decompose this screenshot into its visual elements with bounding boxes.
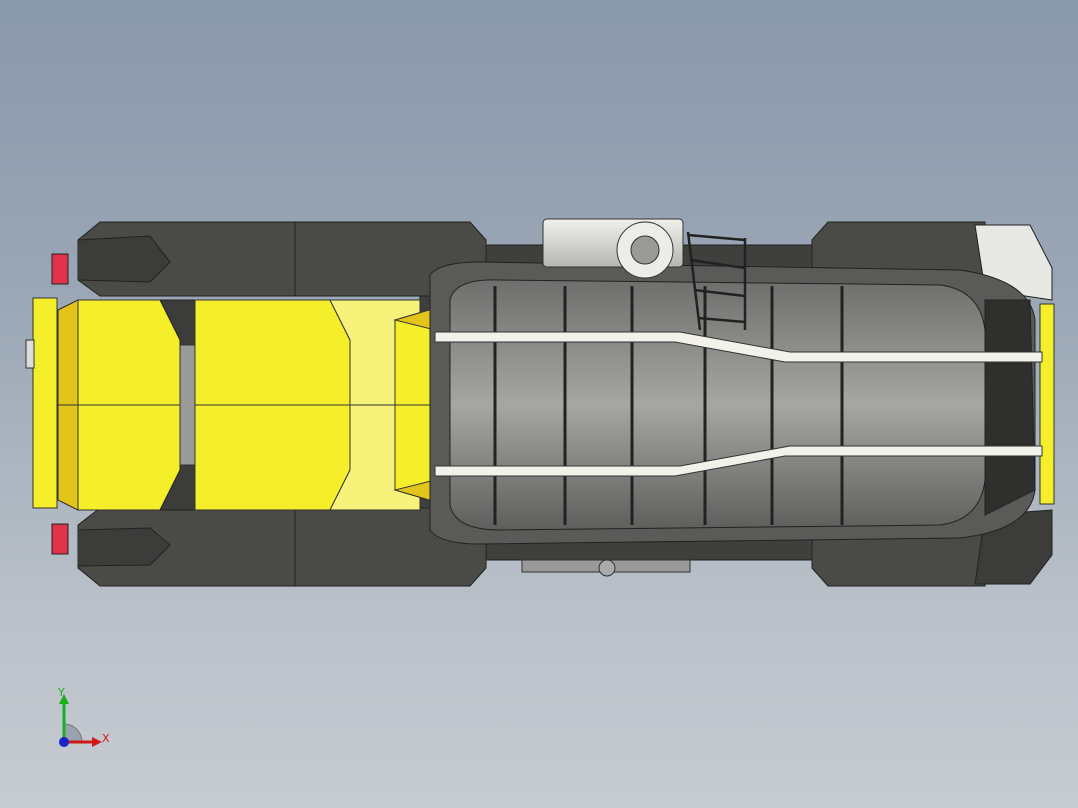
vehicle-body xyxy=(429,261,1055,545)
y-axis-label: Y xyxy=(58,686,65,699)
roof-rails xyxy=(434,331,1043,477)
rear-right-tire-pair xyxy=(77,507,487,587)
x-axis-label: X xyxy=(102,732,110,745)
fuel-tank xyxy=(542,218,684,279)
side-ladder xyxy=(686,231,747,331)
tail-light-left xyxy=(51,253,69,285)
coordinate-triad xyxy=(59,694,102,747)
tow-hitch xyxy=(598,559,616,577)
roof-rack xyxy=(493,286,844,525)
front-bumper-bar xyxy=(1039,303,1055,505)
tail-light-right xyxy=(51,523,69,555)
yellow-rear-frame xyxy=(25,297,472,513)
rear-left-tire-pair xyxy=(77,221,487,297)
